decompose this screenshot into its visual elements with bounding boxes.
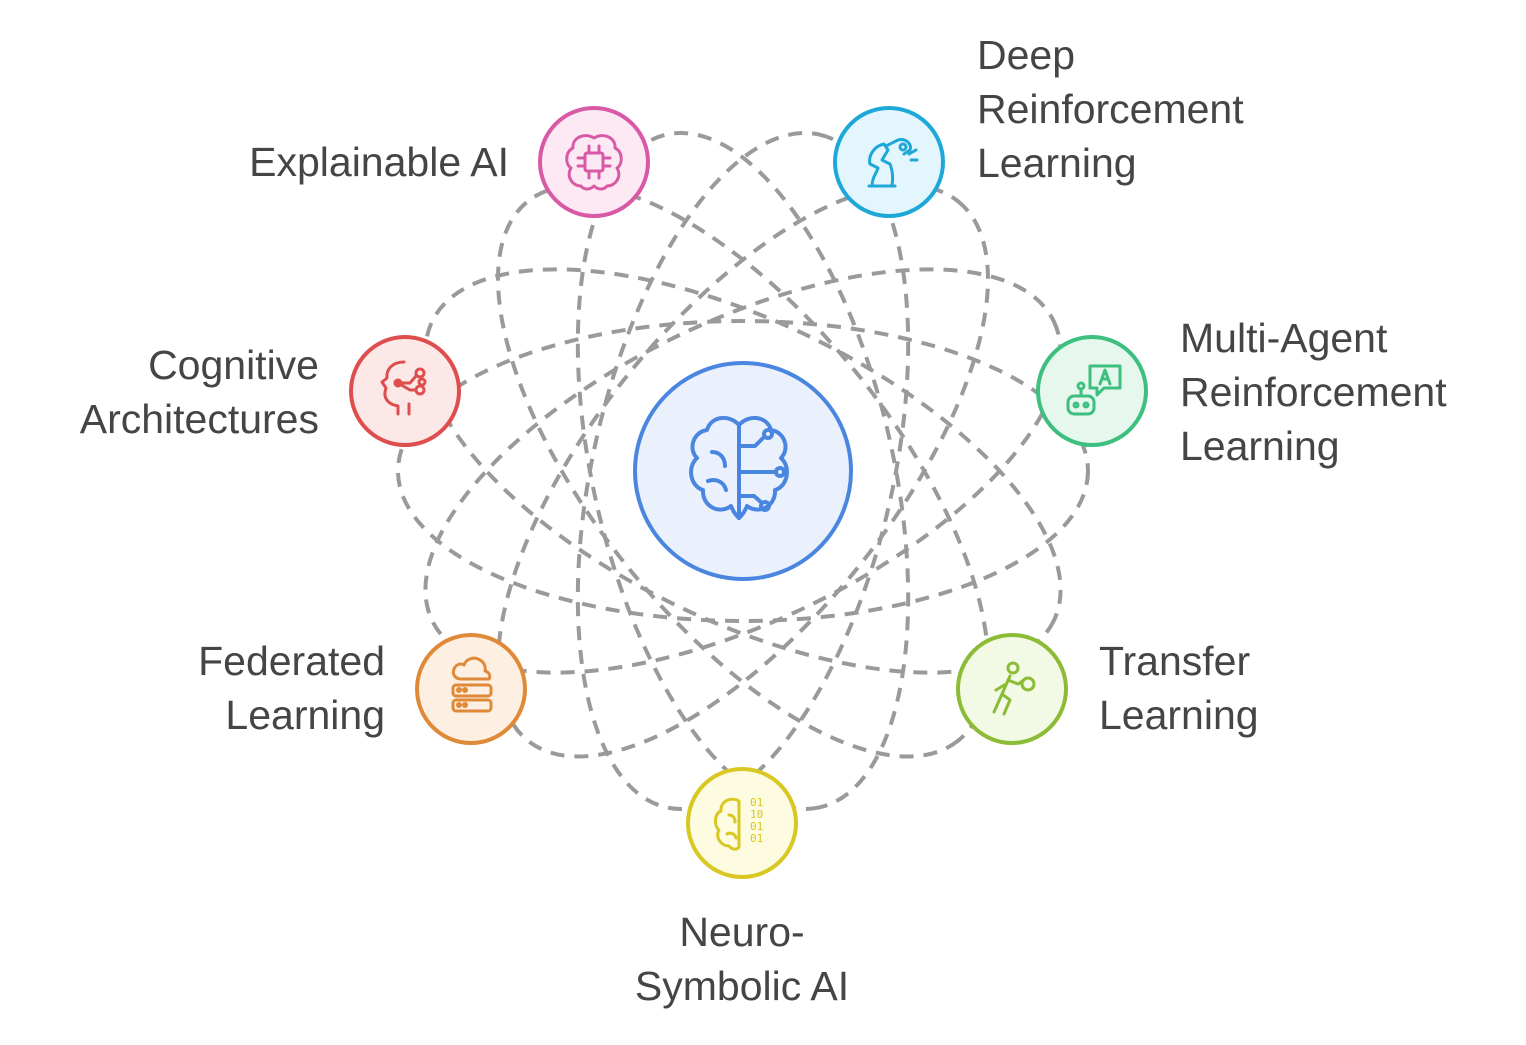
orbit-paths (396, 131, 1090, 811)
orbit-ellipse (396, 319, 1090, 623)
svg-text:10: 10 (750, 808, 763, 821)
label-cognitive-architectures: Cognitive Architectures (79, 342, 319, 442)
robot-chat-icon (1066, 364, 1122, 416)
node-cognitive-architectures (349, 335, 461, 447)
brain-circuit-icon (689, 416, 789, 520)
orbit-ellipse (575, 131, 911, 811)
orbit-ellipse (423, 267, 1063, 675)
label-deep-reinforcement-learning: Deep Reinforcement Learning (977, 32, 1244, 186)
label-transfer-learning: Transfer Learning (1099, 638, 1259, 738)
label-explainable-ai: Explainable AI (249, 139, 509, 185)
label-neuro-symbolic-ai: Neuro- Symbolic AI (634, 909, 850, 1009)
node-multi-agent-reinforcement-learning (1036, 335, 1148, 447)
brain-chip-icon (565, 134, 623, 191)
svg-text:01: 01 (750, 820, 763, 833)
cloud-server-icon (451, 656, 493, 713)
orbit-ellipse (496, 183, 990, 759)
node-deep-reinforcement-learning (833, 106, 945, 218)
chess-knight-robot-arm-icon (867, 138, 919, 188)
center-node (633, 361, 853, 581)
label-multi-agent-reinforcement-learning: Multi-Agent Reinforcement Learning (1180, 315, 1447, 469)
head-network-icon (380, 360, 427, 416)
svg-text:01: 01 (750, 832, 763, 845)
svg-text:01: 01 (750, 796, 763, 809)
node-federated-learning (415, 633, 527, 745)
orbit-ellipse (496, 183, 990, 759)
brain-binary-icon: 01 10 01 01 (714, 796, 763, 851)
orbit-ellipse (575, 131, 911, 811)
person-throwing-icon (992, 661, 1036, 716)
node-neuro-symbolic-ai: 01 10 01 01 (686, 767, 798, 879)
node-explainable-ai (538, 106, 650, 218)
node-transfer-learning (956, 633, 1068, 745)
orbit-ellipse (423, 267, 1063, 675)
label-federated-learning: Federated Learning (198, 638, 385, 738)
